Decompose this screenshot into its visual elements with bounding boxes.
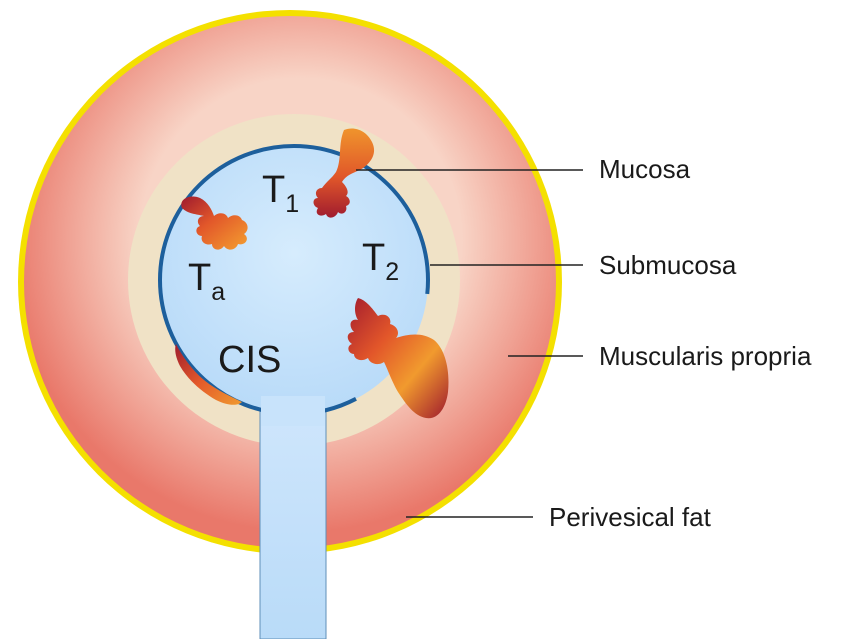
perivesical-fat-label: Perivesical fat [549, 502, 712, 532]
stage-t2-subscript: 2 [385, 258, 399, 286]
stage-t1-label: T [262, 169, 285, 211]
stage-cis-label: CIS [218, 339, 281, 381]
stage-ta-subscript: a [211, 278, 225, 306]
submucosa-label: Submucosa [599, 250, 737, 280]
mucosa-label: Mucosa [599, 154, 691, 184]
urethra-tube [260, 398, 326, 639]
urethra-opening [261, 396, 325, 426]
muscularis-propria-label: Muscularis propria [599, 341, 812, 371]
stage-t1-subscript: 1 [285, 190, 299, 218]
stage-t2-label: T [362, 237, 385, 279]
stage-ta-label: T [188, 257, 211, 299]
